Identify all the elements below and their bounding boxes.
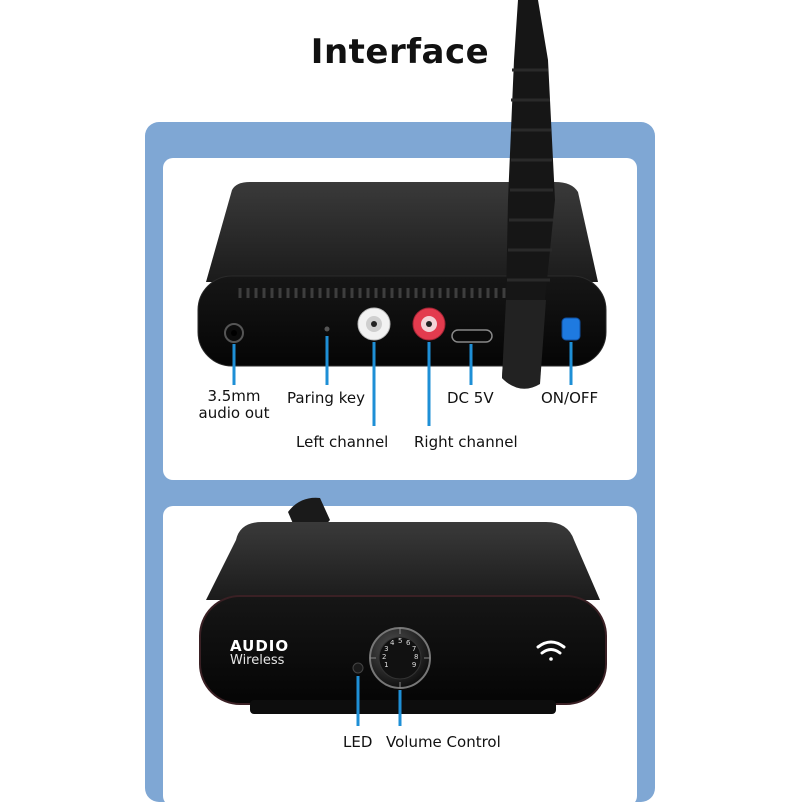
pairing-key-hole [324,326,330,332]
led-indicator [352,662,364,674]
audio-out-line2: audio out [198,404,270,422]
audio-out-label: 3.5mm audio out [190,388,278,422]
vent-slots [238,288,506,298]
usb-c-port [451,329,493,343]
audio-out-line1: 3.5mm [207,387,261,405]
front-device [199,497,607,714]
pairing-key-label: Paring key [287,389,365,407]
power-button [561,317,581,341]
rear-device-top [206,182,598,282]
rear-device [197,0,607,389]
power-label: ON/OFF [541,389,599,407]
volume-control-label: Volume Control [386,733,501,751]
dc-label: DC 5V [447,389,494,407]
brand-audio: AUDIO [230,637,290,655]
led-label: LED [343,733,373,751]
wifi-icon [536,640,566,661]
left-channel-label: Left channel [296,433,389,451]
rear-callouts [232,336,573,426]
right-channel-label: Right channel [414,433,518,451]
antenna [502,0,555,387]
brand-wireless: Wireless [230,653,285,668]
page-title: Interface [310,32,490,72]
front-device-top [206,522,600,600]
front-callouts [356,676,402,726]
